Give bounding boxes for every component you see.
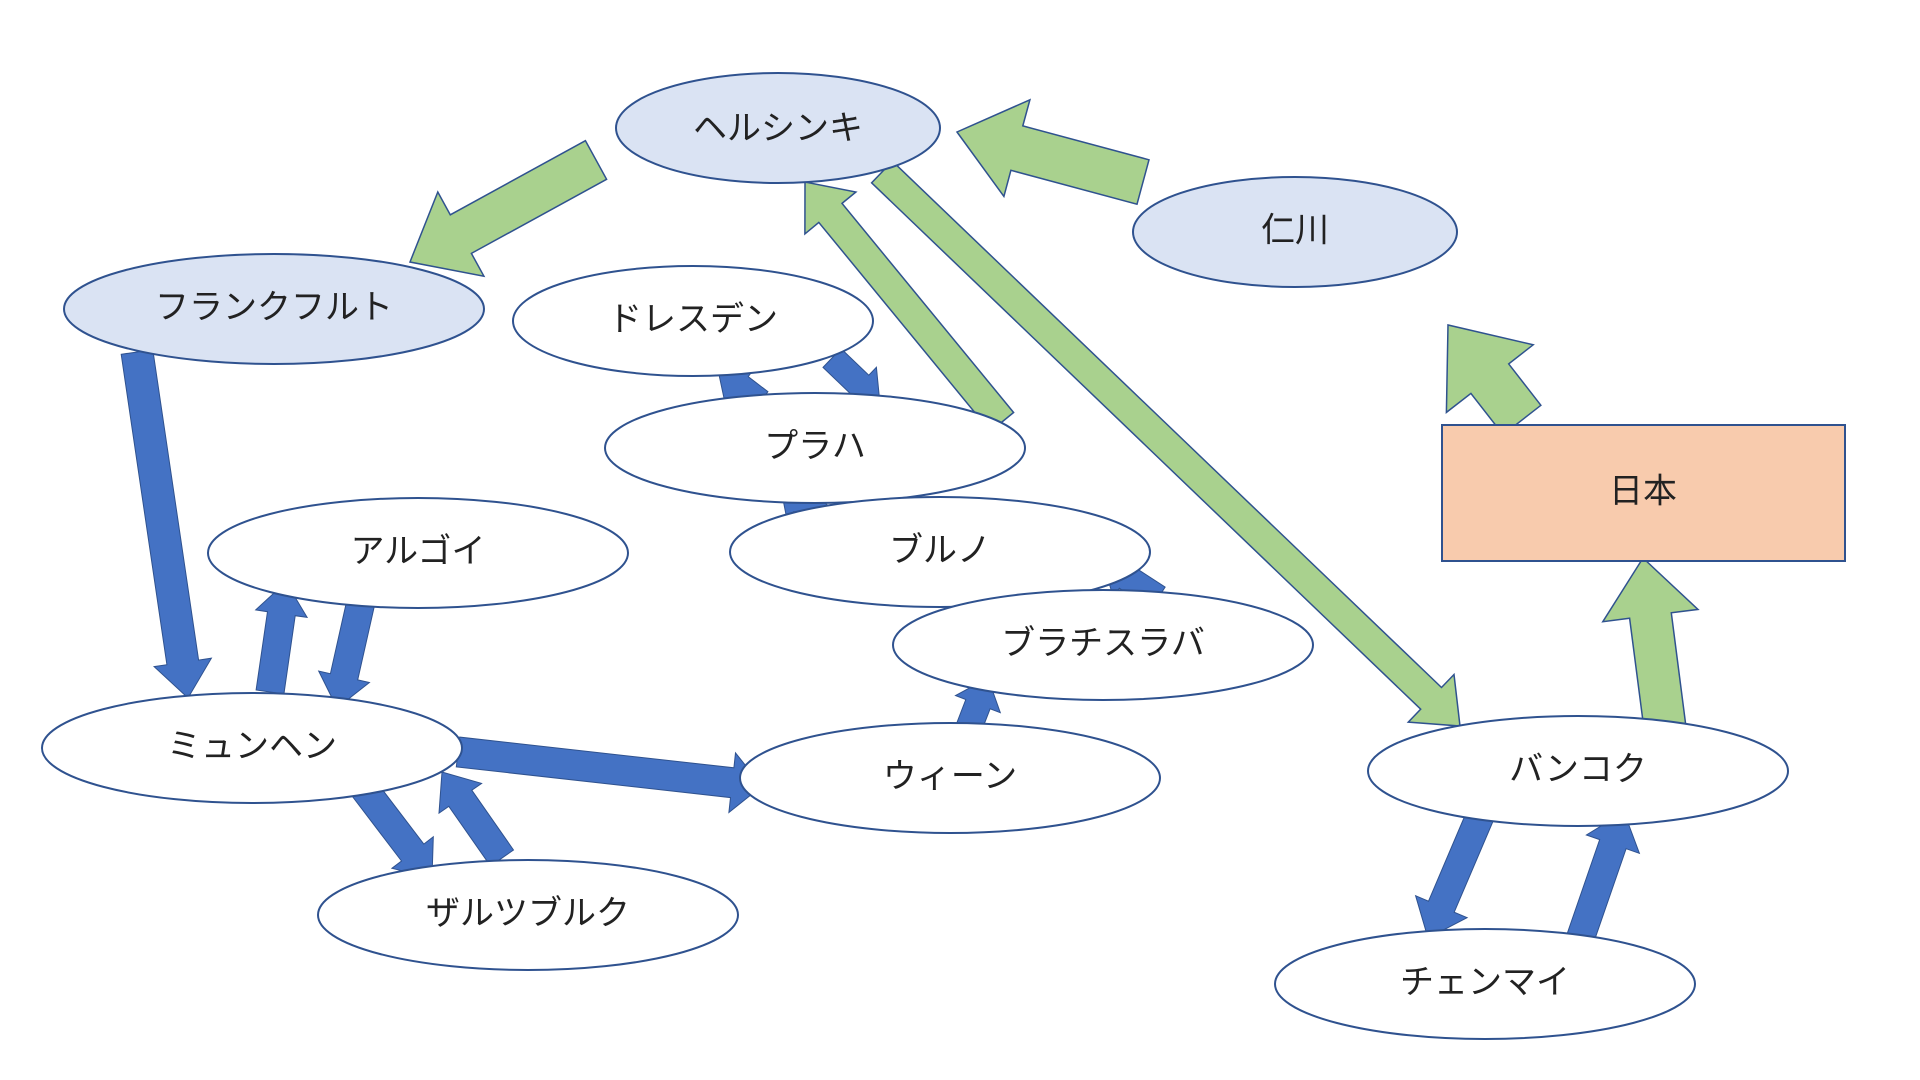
node-dresden-label: ドレスデン <box>608 300 778 340</box>
node-incheon: 仁川 <box>1132 176 1458 288</box>
arrow-bangkok-to-chiangmai <box>1414 795 1500 939</box>
arrow-munich-to-vienna <box>455 736 763 814</box>
node-frankfurt: フランクフルト <box>63 253 485 365</box>
node-salzburg: ザルツブルク <box>317 859 739 971</box>
node-bratislava: ブラチスラバ <box>892 589 1314 701</box>
node-brno: ブルノ <box>729 496 1151 608</box>
arrow-helsinki-to-frankfurt <box>408 139 608 278</box>
arrow-salzburg-to-munich <box>438 771 515 867</box>
node-brno-shape <box>729 496 1151 608</box>
node-bratislava-shape <box>892 589 1314 701</box>
node-chiangmai-shape <box>1274 928 1696 1040</box>
node-vienna-shape <box>739 722 1161 834</box>
arrow-munich-to-algoi <box>254 581 309 695</box>
arrow-frankfurt-to-munich <box>120 349 213 699</box>
node-japan-shape <box>1441 424 1846 562</box>
node-japan: 日本 <box>1441 424 1846 562</box>
node-frankfurt-shape <box>63 253 485 365</box>
node-salzburg-label: ザルツブルク <box>426 894 630 934</box>
node-bratislava-label: ブラチスラバ <box>1001 624 1205 664</box>
node-vienna: ウィーン <box>739 722 1161 834</box>
arrow-incheon-to-helsinki <box>955 98 1150 206</box>
node-vienna-label: ウィーン <box>883 757 1017 797</box>
arrow-chiangmai-to-bangkok <box>1563 811 1641 954</box>
node-frankfurt-label: フランクフルト <box>155 288 393 328</box>
arrow-helsinki-to-bangkok <box>870 160 1461 727</box>
arrow-algoi-to-munich <box>317 593 377 709</box>
node-japan-label: 日本 <box>1609 472 1677 512</box>
node-munich-label: ミュンヘン <box>167 727 337 767</box>
node-dresden-shape <box>512 265 874 377</box>
node-helsinki: ヘルシンキ <box>615 72 941 184</box>
node-bangkok-shape <box>1367 715 1789 827</box>
node-prague: プラハ <box>604 392 1026 504</box>
node-chiangmai-label: チェンマイ <box>1400 963 1570 1003</box>
node-bangkok-label: バンコク <box>1509 750 1647 790</box>
node-prague-shape <box>604 392 1026 504</box>
node-dresden: ドレスデン <box>512 265 874 377</box>
node-incheon-shape <box>1132 176 1458 288</box>
node-helsinki-shape <box>615 72 941 184</box>
arrow-japan-to-incheon <box>1445 324 1542 436</box>
node-helsinki-label: ヘルシンキ <box>693 109 863 149</box>
node-algoi: アルゴイ <box>207 497 629 609</box>
arrow-prague-to-helsinki <box>804 181 1015 433</box>
node-prague-label: プラハ <box>764 427 866 467</box>
node-incheon-label: 仁川 <box>1261 211 1329 251</box>
node-brno-label: ブルノ <box>889 531 991 571</box>
node-chiangmai: チェンマイ <box>1274 928 1696 1040</box>
node-algoi-label: アルゴイ <box>351 532 486 572</box>
node-salzburg-shape <box>317 859 739 971</box>
nodes-layer: ヘルシンキ 仁川 フランクフルト ドレスデン プラハ アルゴイ ブルノ ブラチ <box>41 72 1846 1040</box>
node-munich-shape <box>41 692 463 804</box>
arrow-bangkok-to-japan <box>1601 556 1700 732</box>
node-munich: ミュンヘン <box>41 692 463 804</box>
node-bangkok: バンコク <box>1367 715 1789 827</box>
node-algoi-shape <box>207 497 629 609</box>
arrows-layer <box>120 98 1700 954</box>
